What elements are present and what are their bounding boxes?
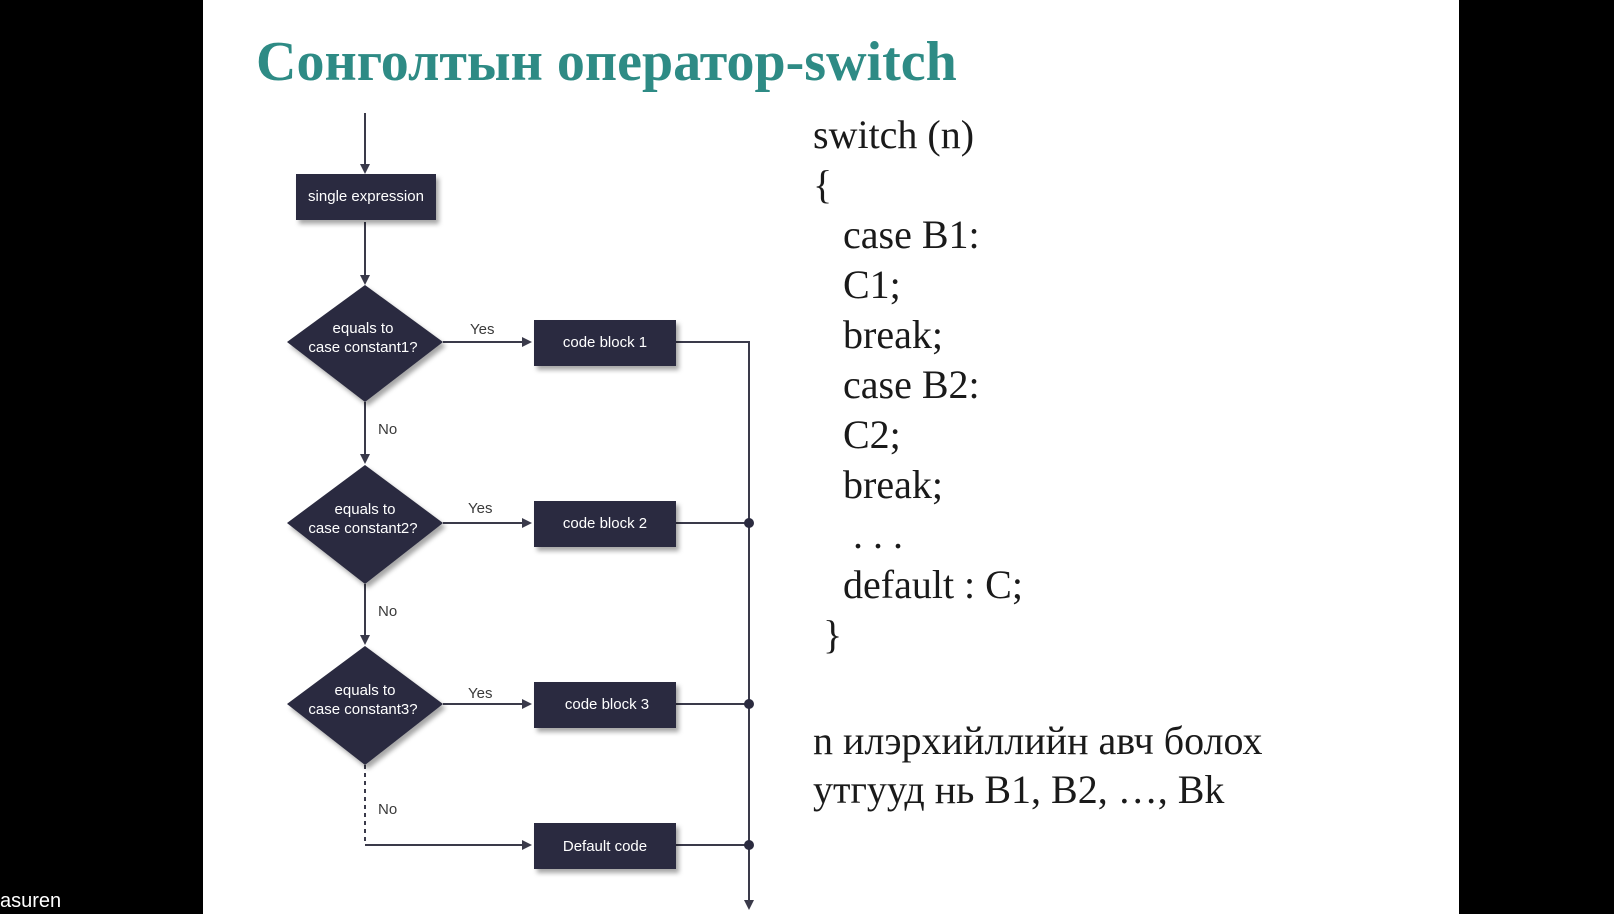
yes-label-2: Yes: [468, 500, 492, 517]
default-code-box: Default code: [534, 823, 676, 869]
code-block-1-label: code block 1: [563, 334, 647, 351]
note-line-2: утгууд нь B1, B2, …, Bk: [813, 767, 1225, 812]
code-line: . . .: [813, 512, 903, 557]
code-block-2-box: code block 2: [534, 501, 676, 547]
code-block-3-label: code block 3: [565, 696, 649, 713]
code-line: C2;: [813, 412, 901, 457]
condition-2-line2: case constant2?: [308, 520, 417, 537]
condition-1-line1: equals to: [333, 320, 394, 337]
switch-code-snippet: switch (n) { case B1: C1; break; case B2:…: [813, 110, 1023, 660]
code-line: case B1:: [813, 212, 980, 257]
condition-diamond-2: equals to case constant2?: [287, 465, 443, 584]
slide-note: n илэрхийллийн авч болох утгууд нь B1, B…: [813, 716, 1263, 814]
code-line: case B2:: [813, 362, 980, 407]
code-block-1-box: code block 1: [534, 320, 676, 366]
code-block-3-box: code block 3: [534, 682, 676, 728]
condition-2-line1: equals to: [335, 501, 396, 518]
condition-diamond-3: equals to case constant3?: [287, 646, 443, 765]
yes-label-3: Yes: [468, 685, 492, 702]
code-line: {: [813, 162, 833, 207]
code-line: }: [813, 612, 843, 657]
code-line: break;: [813, 462, 943, 507]
default-code-label: Default code: [563, 838, 647, 855]
switch-flowchart: single expression equals to case constan…: [287, 113, 754, 910]
no-label-3: No: [378, 801, 397, 818]
condition-3-line2: case constant3?: [308, 701, 417, 718]
condition-3-line1: equals to: [335, 682, 396, 699]
junction-dot: [744, 699, 754, 709]
start-box-label: single expression: [308, 188, 424, 205]
no-label-2: No: [378, 603, 397, 620]
condition-diamond-1: equals to case constant1?: [287, 285, 443, 402]
junction-dot: [744, 518, 754, 528]
start-box: single expression: [296, 174, 436, 220]
presentation-slide: Сонголтын оператор-switch: [203, 0, 1459, 914]
junction-dots: [744, 518, 754, 850]
junction-dot: [744, 840, 754, 850]
code-line: default : C;: [813, 562, 1023, 607]
code-line: C1;: [813, 262, 901, 307]
block1-exit-line: [676, 341, 754, 910]
code-block-2-label: code block 2: [563, 515, 647, 532]
flow-connectors: [360, 113, 754, 910]
yes-label-1: Yes: [470, 321, 494, 338]
participant-name-label: asuren: [0, 890, 62, 912]
condition-1-line2: case constant1?: [308, 339, 417, 356]
code-line: switch (n): [813, 112, 975, 157]
note-line-1: n илэрхийллийн авч болох: [813, 718, 1263, 763]
no-label-1: No: [378, 421, 397, 438]
slide-title: Сонголтын оператор-switch: [256, 31, 957, 93]
code-line: break;: [813, 312, 943, 357]
